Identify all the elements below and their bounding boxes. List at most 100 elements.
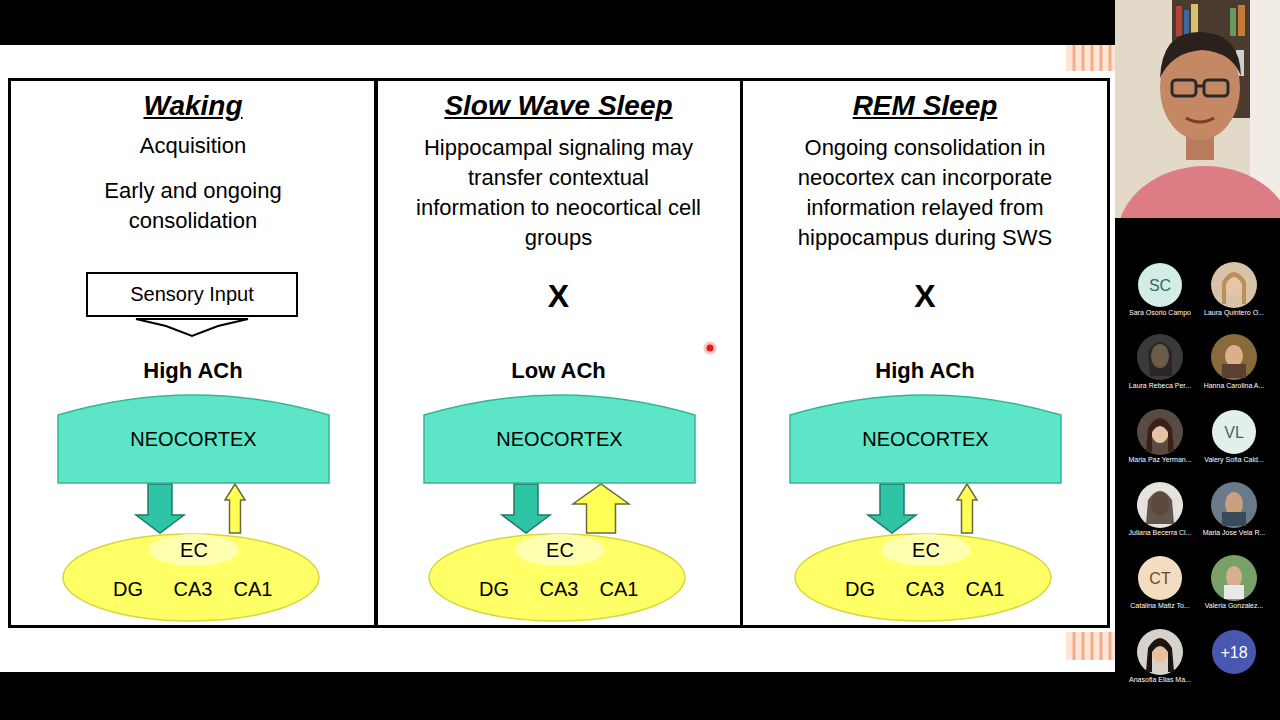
stage-heading: REM Sleep	[743, 90, 1107, 122]
ach-level: Low ACh	[377, 356, 740, 386]
text-slot: Low ACh	[377, 356, 740, 386]
text-slot: EC	[148, 533, 240, 567]
participant-name: Maria Jose Vela R...	[1194, 528, 1274, 538]
stage-panel: NEOCORTEX EC DGCA3CA1 REM SleepOngoing cons…	[740, 78, 1110, 628]
subfield-label: DG	[459, 577, 529, 601]
participant-photo	[1137, 262, 1257, 675]
subfield-label: CA1	[950, 577, 1020, 601]
text-slot: Ongoing consolidation in neocortex can i…	[779, 133, 1071, 253]
initials: +18	[1220, 643, 1247, 662]
text-slot: Maria Paz Yerman...	[1120, 455, 1200, 465]
text-slot: High ACh	[11, 356, 375, 386]
text-slot: DG	[459, 577, 529, 601]
entorhinal-region: EC	[148, 533, 240, 567]
text-slot: Waking	[11, 90, 375, 122]
hippocampus-region: EC DGCA3CA1	[428, 533, 686, 622]
text-slot: NEOCORTEX	[57, 393, 330, 484]
participant-name: Anasofia Elias Ma...	[1120, 675, 1200, 685]
participant-name: Juliana Becerra Cl...	[1120, 528, 1200, 538]
participant-initials: +18	[1211, 629, 1257, 675]
text-slot: CA3	[158, 577, 228, 601]
text-slot: Juliana Becerra Cl...	[1120, 528, 1200, 538]
stage-heading: Slow Wave Sleep	[377, 90, 740, 122]
subfield-label: CA1	[218, 577, 288, 601]
block-arrow	[225, 484, 245, 533]
participant-name: Laura Rebeca Per...	[1120, 381, 1200, 391]
stage-heading: Waking	[11, 90, 375, 122]
hippocampus-region: EC DGCA3CA1	[62, 533, 320, 622]
block-arrow	[573, 484, 629, 533]
stage-subtitle: Acquisition	[11, 131, 375, 161]
text-slot: CA1	[584, 577, 654, 601]
subfield-label: DG	[93, 577, 163, 601]
participant-initials: CT	[1137, 555, 1183, 601]
block-arrow	[868, 484, 916, 533]
input-label: Sensory Input	[130, 282, 253, 306]
subfield-label: CA3	[158, 577, 228, 601]
ach-level: High ACh	[743, 356, 1107, 386]
text-slot: Slow Wave Sleep	[377, 90, 740, 122]
hippocampus-region: EC DGCA3CA1	[794, 533, 1052, 622]
cross-mark: X	[743, 278, 1107, 314]
text-slot: Sara Osorio Campo	[1120, 308, 1200, 318]
subfield-label: CA3	[890, 577, 960, 601]
neocortex-region: NEOCORTEX	[423, 393, 696, 484]
text-slot: Hippocampal signaling may transfer conte…	[414, 133, 704, 253]
entorhinal-region: EC	[880, 533, 972, 567]
text-slot: Valery Sofia Cald...	[1194, 455, 1274, 465]
stage-description: Hippocampal signaling may transfer conte…	[414, 133, 704, 253]
slide-ground	[0, 45, 1115, 672]
block-arrow	[502, 484, 550, 533]
region-label: NEOCORTEX	[130, 427, 256, 451]
subfield-label: CA3	[524, 577, 594, 601]
text-slot: CA1	[218, 577, 288, 601]
neocortex-region: NEOCORTEX	[57, 393, 330, 484]
stage-panel: Sensory InputNEOCORTEX EC DGCA3CA1 WakingAc…	[8, 78, 378, 628]
text-slot: CA3	[524, 577, 594, 601]
region-label: NEOCORTEX	[496, 427, 622, 451]
webcam-feed	[1115, 0, 1280, 218]
text-slot: CT	[1137, 555, 1183, 601]
initials: VL	[1224, 423, 1244, 442]
entorhinal-region: EC	[514, 533, 606, 567]
participant-name: Hanna Carolina A...	[1194, 381, 1274, 391]
text-slot: Catalina Matiz To...	[1120, 601, 1200, 611]
text-slot: Maria Jose Vela R...	[1194, 528, 1274, 538]
text-slot: Valeria Gonzalez...	[1194, 601, 1274, 611]
text-slot: CA1	[950, 577, 1020, 601]
text-slot: VL	[1211, 409, 1257, 455]
text-slot: NEOCORTEX	[423, 393, 696, 484]
region-label: NEOCORTEX	[862, 427, 988, 451]
stage-description: Early and ongoing consolidation	[83, 176, 303, 236]
text-slot: DG	[93, 577, 163, 601]
text-slot: Acquisition	[11, 131, 375, 161]
text-slot: DG	[825, 577, 895, 601]
text-slot: Anasofia Elias Ma...	[1120, 675, 1200, 685]
text-slot: Hanna Carolina A...	[1194, 381, 1274, 391]
neocortex-region: NEOCORTEX	[789, 393, 1062, 484]
block-arrow	[136, 484, 184, 533]
text-slot: EC	[514, 533, 606, 567]
input-callout: Sensory Input	[86, 272, 298, 338]
participant-name: Sara Osorio Campo	[1120, 308, 1200, 318]
laser-pointer	[704, 342, 717, 355]
participant-initials: VL	[1211, 409, 1257, 455]
cross-mark: X	[377, 278, 740, 314]
subfield-label: EC	[546, 538, 574, 562]
participant-name: Valery Sofia Cald...	[1194, 455, 1274, 465]
text-slot: Sensory Input	[86, 272, 298, 316]
text-slot: SC	[1137, 262, 1183, 308]
participant-name: Maria Paz Yerman...	[1120, 455, 1200, 465]
participant-name: Catalina Matiz To...	[1120, 601, 1200, 611]
text-slot: Laura Rebeca Per...	[1120, 381, 1200, 391]
initials: CT	[1149, 569, 1170, 588]
participant-name: Valeria Gonzalez...	[1194, 601, 1274, 611]
text-slot: +18	[1211, 629, 1257, 675]
subfield-label: EC	[180, 538, 208, 562]
subfield-label: DG	[825, 577, 895, 601]
text-slot: X	[743, 278, 1107, 314]
block-arrow	[957, 484, 977, 533]
ach-level: High ACh	[11, 356, 375, 386]
